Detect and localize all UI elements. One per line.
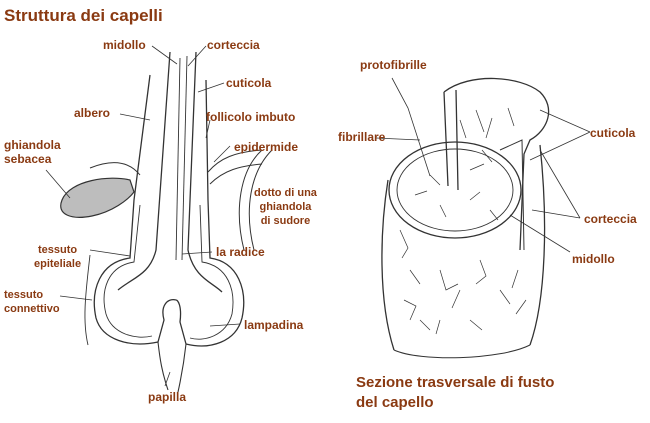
cortex-line: [181, 55, 188, 261]
label-tessuto-connettivo: tessuto connettivo: [4, 288, 60, 316]
label-lampadina: lampadina: [244, 318, 304, 332]
cross-section-title: Sezione trasversale di fusto del capello: [356, 373, 616, 413]
label-midollo-left: midollo: [103, 38, 146, 52]
label-dotto-line1: dotto di una: [254, 187, 317, 199]
protofibrille-leader: [391, 77, 431, 177]
label-follicolo: follicolo imbuto: [206, 110, 296, 124]
follicle-wall-right: [175, 79, 245, 347]
cylinder-right-edge: [529, 144, 546, 346]
follicle-wall-left-inner: [103, 204, 153, 338]
sweat-duct: [238, 149, 273, 251]
follicle-wall-left: [93, 74, 177, 345]
label-dotto-line3: di sudore: [260, 215, 311, 227]
left-leader-lines: [45, 45, 241, 387]
label-cuticola-left: cuticola: [226, 76, 272, 90]
connective-tissue: [84, 254, 91, 346]
medulla-line: [175, 57, 181, 261]
right-leader-lines: [509, 109, 591, 253]
epidermis-left: [89, 162, 141, 176]
top-ellipse-inner: [396, 148, 514, 232]
label-ghiandola-line2: sebacea: [4, 152, 52, 166]
cross-section-title-line1: Sezione trasversale di fusto: [356, 374, 555, 391]
follicle-drawing: [84, 51, 273, 393]
main-title: Struttura dei capelli: [4, 6, 163, 25]
label-tessuto-epit-line1: tessuto: [37, 244, 78, 256]
column-cut: [499, 139, 525, 251]
label-ghiandola-sebacea: ghiandola sebacea: [4, 138, 61, 166]
fibrillare-leader: [375, 137, 421, 141]
papilla-shape: [157, 341, 187, 393]
label-dotto-sudore: dotto di una ghiandola di sudore: [254, 186, 317, 228]
sebaceous-gland: [60, 177, 135, 218]
top-ellipse-outer: [388, 141, 522, 239]
hair-shaft-left: [117, 51, 171, 291]
cylinder-bottom: [393, 344, 531, 359]
label-corteccia-left: corteccia: [207, 38, 260, 52]
label-ghiandola-line1: ghiandola: [4, 138, 61, 152]
cross-section-title-line2: del capello: [356, 394, 434, 411]
cross-section-drawing: [375, 77, 550, 359]
epidermis-right-2: [209, 163, 263, 185]
label-tessuto-epit-line2: epiteliale: [34, 258, 82, 270]
label-corteccia-right: corteccia: [584, 212, 637, 226]
label-protofibrille: protofibrille: [360, 58, 427, 72]
label-epidermide: epidermide: [234, 140, 299, 154]
hair-shaft-right: [187, 51, 223, 293]
label-fibrillare: fibrillare: [338, 130, 386, 144]
label-cuticola-right: cuticola: [590, 126, 636, 140]
raised-column: [443, 77, 550, 251]
label-dotto-line2: ghiandola: [259, 201, 312, 213]
label-midollo-right: midollo: [572, 252, 615, 266]
surface-texture: [399, 107, 527, 335]
label-tessuto-conn-line1: tessuto: [4, 289, 44, 301]
follicle-wall-right-inner: [189, 204, 234, 340]
epidermis-right: [207, 149, 263, 173]
label-radice: la radice: [216, 245, 265, 259]
label-tessuto-conn-line2: connettivo: [4, 303, 60, 315]
label-albero: albero: [74, 106, 111, 120]
cylinder-left-edge: [381, 179, 395, 351]
label-tessuto-epiteliale: tessuto epiteliale: [34, 243, 81, 271]
label-papilla: papilla: [148, 390, 187, 404]
